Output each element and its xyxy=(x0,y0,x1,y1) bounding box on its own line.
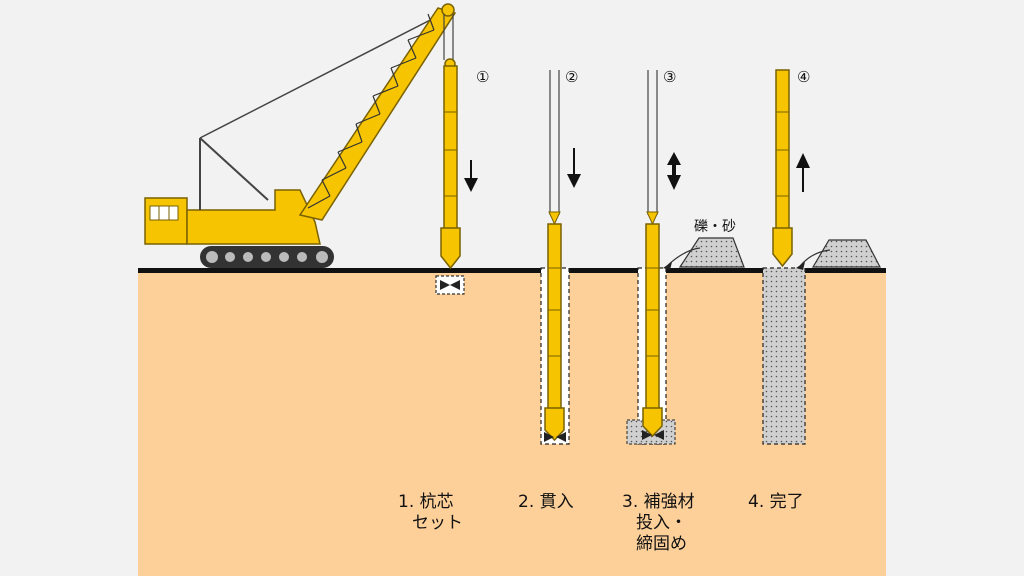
crane-cab xyxy=(186,189,321,245)
step-marker-3: ③ xyxy=(663,68,676,86)
gravel-pile-icon xyxy=(811,239,881,268)
step-2-label: 2. 貫入 xyxy=(518,492,574,513)
pile-step-3 xyxy=(626,70,745,445)
step-1-label: 1. 杭芯 セット xyxy=(398,492,463,534)
step-1-title: 1. 杭芯 xyxy=(398,492,454,512)
ground-surface-line xyxy=(138,268,886,273)
step-2-title: 2. 貫入 xyxy=(518,492,574,512)
step-marker-4: ④ xyxy=(797,68,810,86)
crane xyxy=(144,3,457,268)
material-label: 礫・砂 xyxy=(694,219,736,235)
pile-step-4 xyxy=(762,69,881,445)
step-marker-1: ① xyxy=(476,68,489,86)
step-3-line-2: 投入・ xyxy=(636,513,687,533)
up-arrow-icon xyxy=(796,153,810,168)
step-4-title: 4. 完了 xyxy=(748,492,804,512)
pile-step-1 xyxy=(435,65,478,295)
step-4-label: 4. 完了 xyxy=(748,492,804,513)
ground xyxy=(138,272,886,576)
step-1-subtitle: セット xyxy=(412,513,463,533)
step-3-line-3: 締固め xyxy=(636,534,687,554)
gravel-pile-icon xyxy=(678,237,745,268)
step-3-title: 3. 補強材 xyxy=(622,492,695,512)
down-arrow-icon xyxy=(567,174,581,188)
down-arrow-icon xyxy=(464,178,478,192)
crane-boom xyxy=(298,7,457,221)
pile-step-2 xyxy=(540,70,581,445)
crane-counterweight xyxy=(144,197,188,245)
down-arrow-icon xyxy=(667,175,681,190)
gravel-column xyxy=(762,267,806,445)
step-marker-2: ② xyxy=(565,68,578,86)
crane-pendant-line xyxy=(199,14,441,139)
up-arrow-icon xyxy=(667,152,681,165)
step-3-label: 3. 補強材 投入・ 締固め xyxy=(622,492,695,555)
